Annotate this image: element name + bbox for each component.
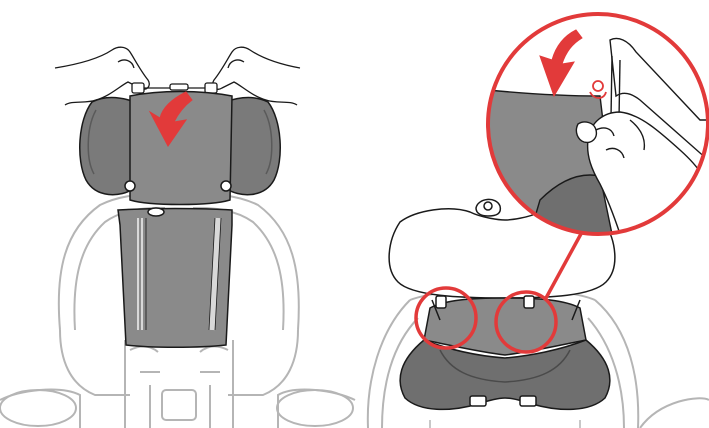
seat-cover-right: [400, 296, 610, 428]
right-panel: [368, 14, 709, 428]
seat-cover-left: [118, 208, 232, 347]
zoom-inset: [488, 14, 708, 234]
left-panel: [0, 47, 355, 428]
